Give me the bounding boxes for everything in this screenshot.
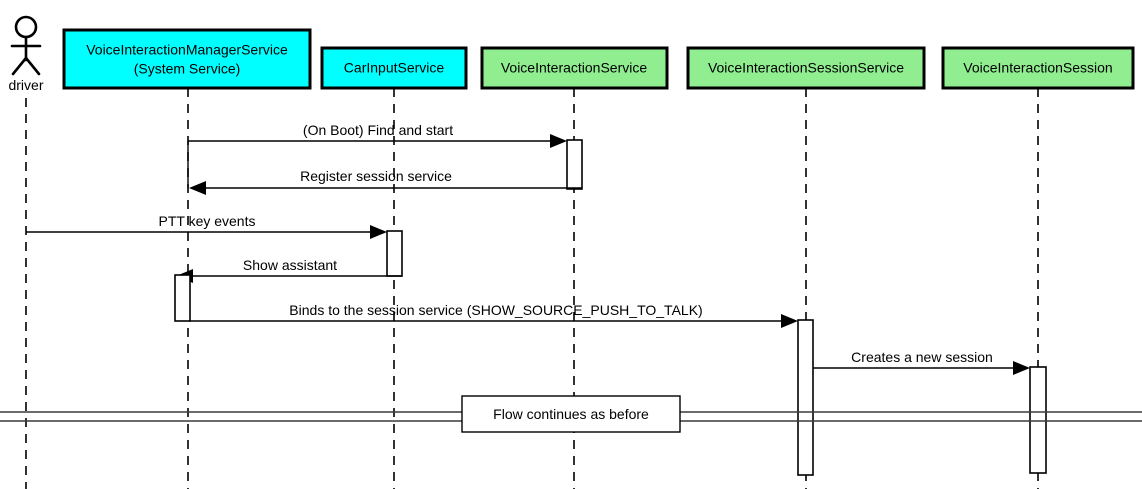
- actor-left-leg-icon: [11, 56, 28, 76]
- participant-vsession[interactable]: VoiceInteractionSession: [941, 46, 1135, 90]
- actor-head-icon: [14, 15, 38, 39]
- message-ptt-key-events: PTT key events: [26, 213, 387, 239]
- participant-vis-box[interactable]: [480, 46, 669, 90]
- participant-vsession-box[interactable]: [941, 46, 1135, 90]
- message-show-assistant: Show assistant: [176, 257, 402, 283]
- message-binds-to-session-service-arrowhead-icon: [781, 314, 798, 328]
- participant-viss[interactable]: VoiceInteractionSessionService: [686, 46, 926, 90]
- flow-separator-note-label: Flow continues as before: [493, 406, 649, 422]
- participant-vims-box[interactable]: [62, 28, 312, 90]
- message-ptt-key-events-arrowhead-icon: [370, 225, 387, 239]
- message-binds-to-session-service: Binds to the session service (SHOW_SOURC…: [189, 302, 798, 328]
- message-on-boot-find-and-start: (On Boot) Find and start: [187, 122, 567, 188]
- message-creates-a-new-session: Creates a new session: [813, 349, 1030, 375]
- flow-separator-note-box: [461, 395, 681, 433]
- message-show-assistant-label: Show assistant: [243, 257, 337, 273]
- actor-right-leg-icon: [24, 56, 41, 76]
- activation-bar-vims: [174, 274, 191, 322]
- flow-separator: Flow continues as before: [0, 395, 1142, 433]
- participant-viss-box[interactable]: [686, 46, 926, 90]
- message-on-boot-find-and-start-label: (On Boot) Find and start: [303, 122, 453, 138]
- participant-carinput[interactable]: CarInputService: [320, 46, 468, 90]
- participant-viss-label: VoiceInteractionSessionService: [708, 60, 904, 76]
- message-on-boot-find-and-start-arrowhead-icon: [550, 134, 567, 148]
- message-ptt-key-events-label: PTT key events: [158, 213, 255, 229]
- participant-vis[interactable]: VoiceInteractionService: [480, 46, 669, 90]
- message-creates-a-new-session-arrowhead-icon: [1013, 361, 1030, 375]
- activation-bar-carinput: [386, 230, 403, 277]
- actor-driver-label: driver: [8, 77, 43, 93]
- activation-bar-vis: [566, 139, 583, 190]
- participant-vims[interactable]: VoiceInteractionManagerService (System S…: [62, 28, 312, 90]
- participant-vims-label-line1: VoiceInteractionManagerService: [86, 42, 288, 58]
- participant-vsession-label: VoiceInteractionSession: [963, 60, 1112, 76]
- actor-driver: driver: [8, 15, 44, 93]
- participant-carinput-box[interactable]: [320, 46, 468, 90]
- activation-bar-vsession: [1029, 366, 1047, 474]
- message-register-session-service: Register session service: [189, 168, 582, 195]
- message-binds-to-session-service-label: Binds to the session service (SHOW_SOURC…: [289, 302, 702, 318]
- activation-bar-viss: [797, 319, 814, 476]
- message-register-session-service-label: Register session service: [300, 168, 452, 184]
- participant-vims-label-line2: (System Service): [134, 61, 241, 77]
- participant-vis-label: VoiceInteractionService: [501, 60, 648, 76]
- participant-carinput-label: CarInputService: [344, 60, 445, 76]
- message-register-session-service-arrowhead-icon: [189, 181, 206, 195]
- message-creates-a-new-session-label: Creates a new session: [851, 349, 993, 365]
